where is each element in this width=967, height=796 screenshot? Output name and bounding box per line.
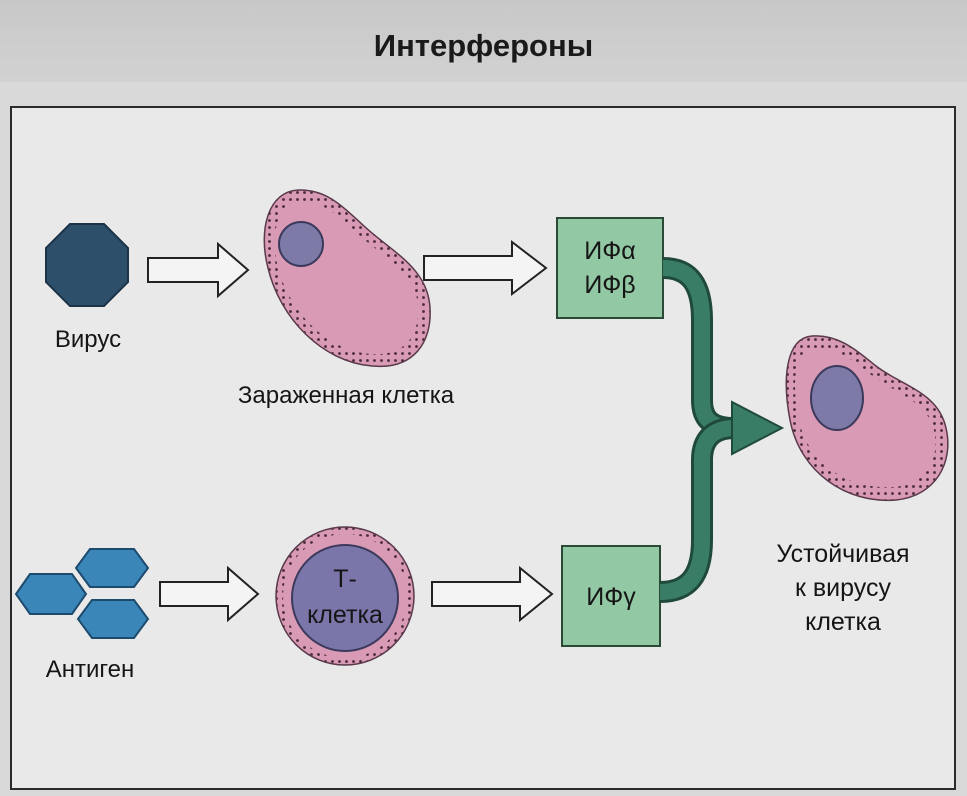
antigen-hexagon-bottom	[76, 599, 150, 639]
resistant-cell-nucleus	[810, 365, 864, 431]
arrow-tcell-to-ifn-g	[431, 565, 554, 623]
resistant-label-line3: клетка	[805, 608, 881, 636]
ifn-alpha-label: ИФα	[584, 237, 636, 265]
virus-shape	[45, 223, 129, 307]
ifn-gamma-box	[561, 545, 661, 647]
infected-cell-nucleus	[278, 221, 324, 267]
infected-cell-label: Зараженная клетка	[237, 382, 455, 409]
arrow-cell-to-ifn-ab	[423, 239, 548, 297]
t-cell-label-line2: клетка	[307, 601, 383, 629]
arrow-virus-to-cell	[147, 241, 250, 299]
virus-label: Вирус	[54, 326, 122, 353]
diagram-frame	[10, 106, 956, 790]
antigen-hexagon-top	[74, 548, 150, 588]
diagram-title: Интерфероны	[373, 28, 594, 63]
ifn-beta-label: ИФβ	[584, 271, 636, 299]
t-cell-nucleus	[291, 544, 399, 652]
t-cell-label-line1: Т-	[333, 565, 357, 593]
arrow-antigen-to-tcell	[159, 565, 260, 623]
ifn-gamma-label: ИФγ	[586, 583, 636, 611]
antigen-label: Антиген	[45, 656, 135, 683]
ifn-alpha-beta-box	[556, 217, 664, 319]
resistant-label-line2: к вирусу	[795, 574, 891, 602]
resistant-label-line1: Устойчивая	[776, 540, 910, 568]
antigen-hexagon-left	[14, 573, 88, 615]
pathway-arrowhead	[731, 400, 785, 456]
title-band	[0, 0, 967, 82]
pathway-from-ifn-ab-fill	[662, 260, 736, 436]
pathway-from-ifn-g-fill	[659, 420, 736, 600]
